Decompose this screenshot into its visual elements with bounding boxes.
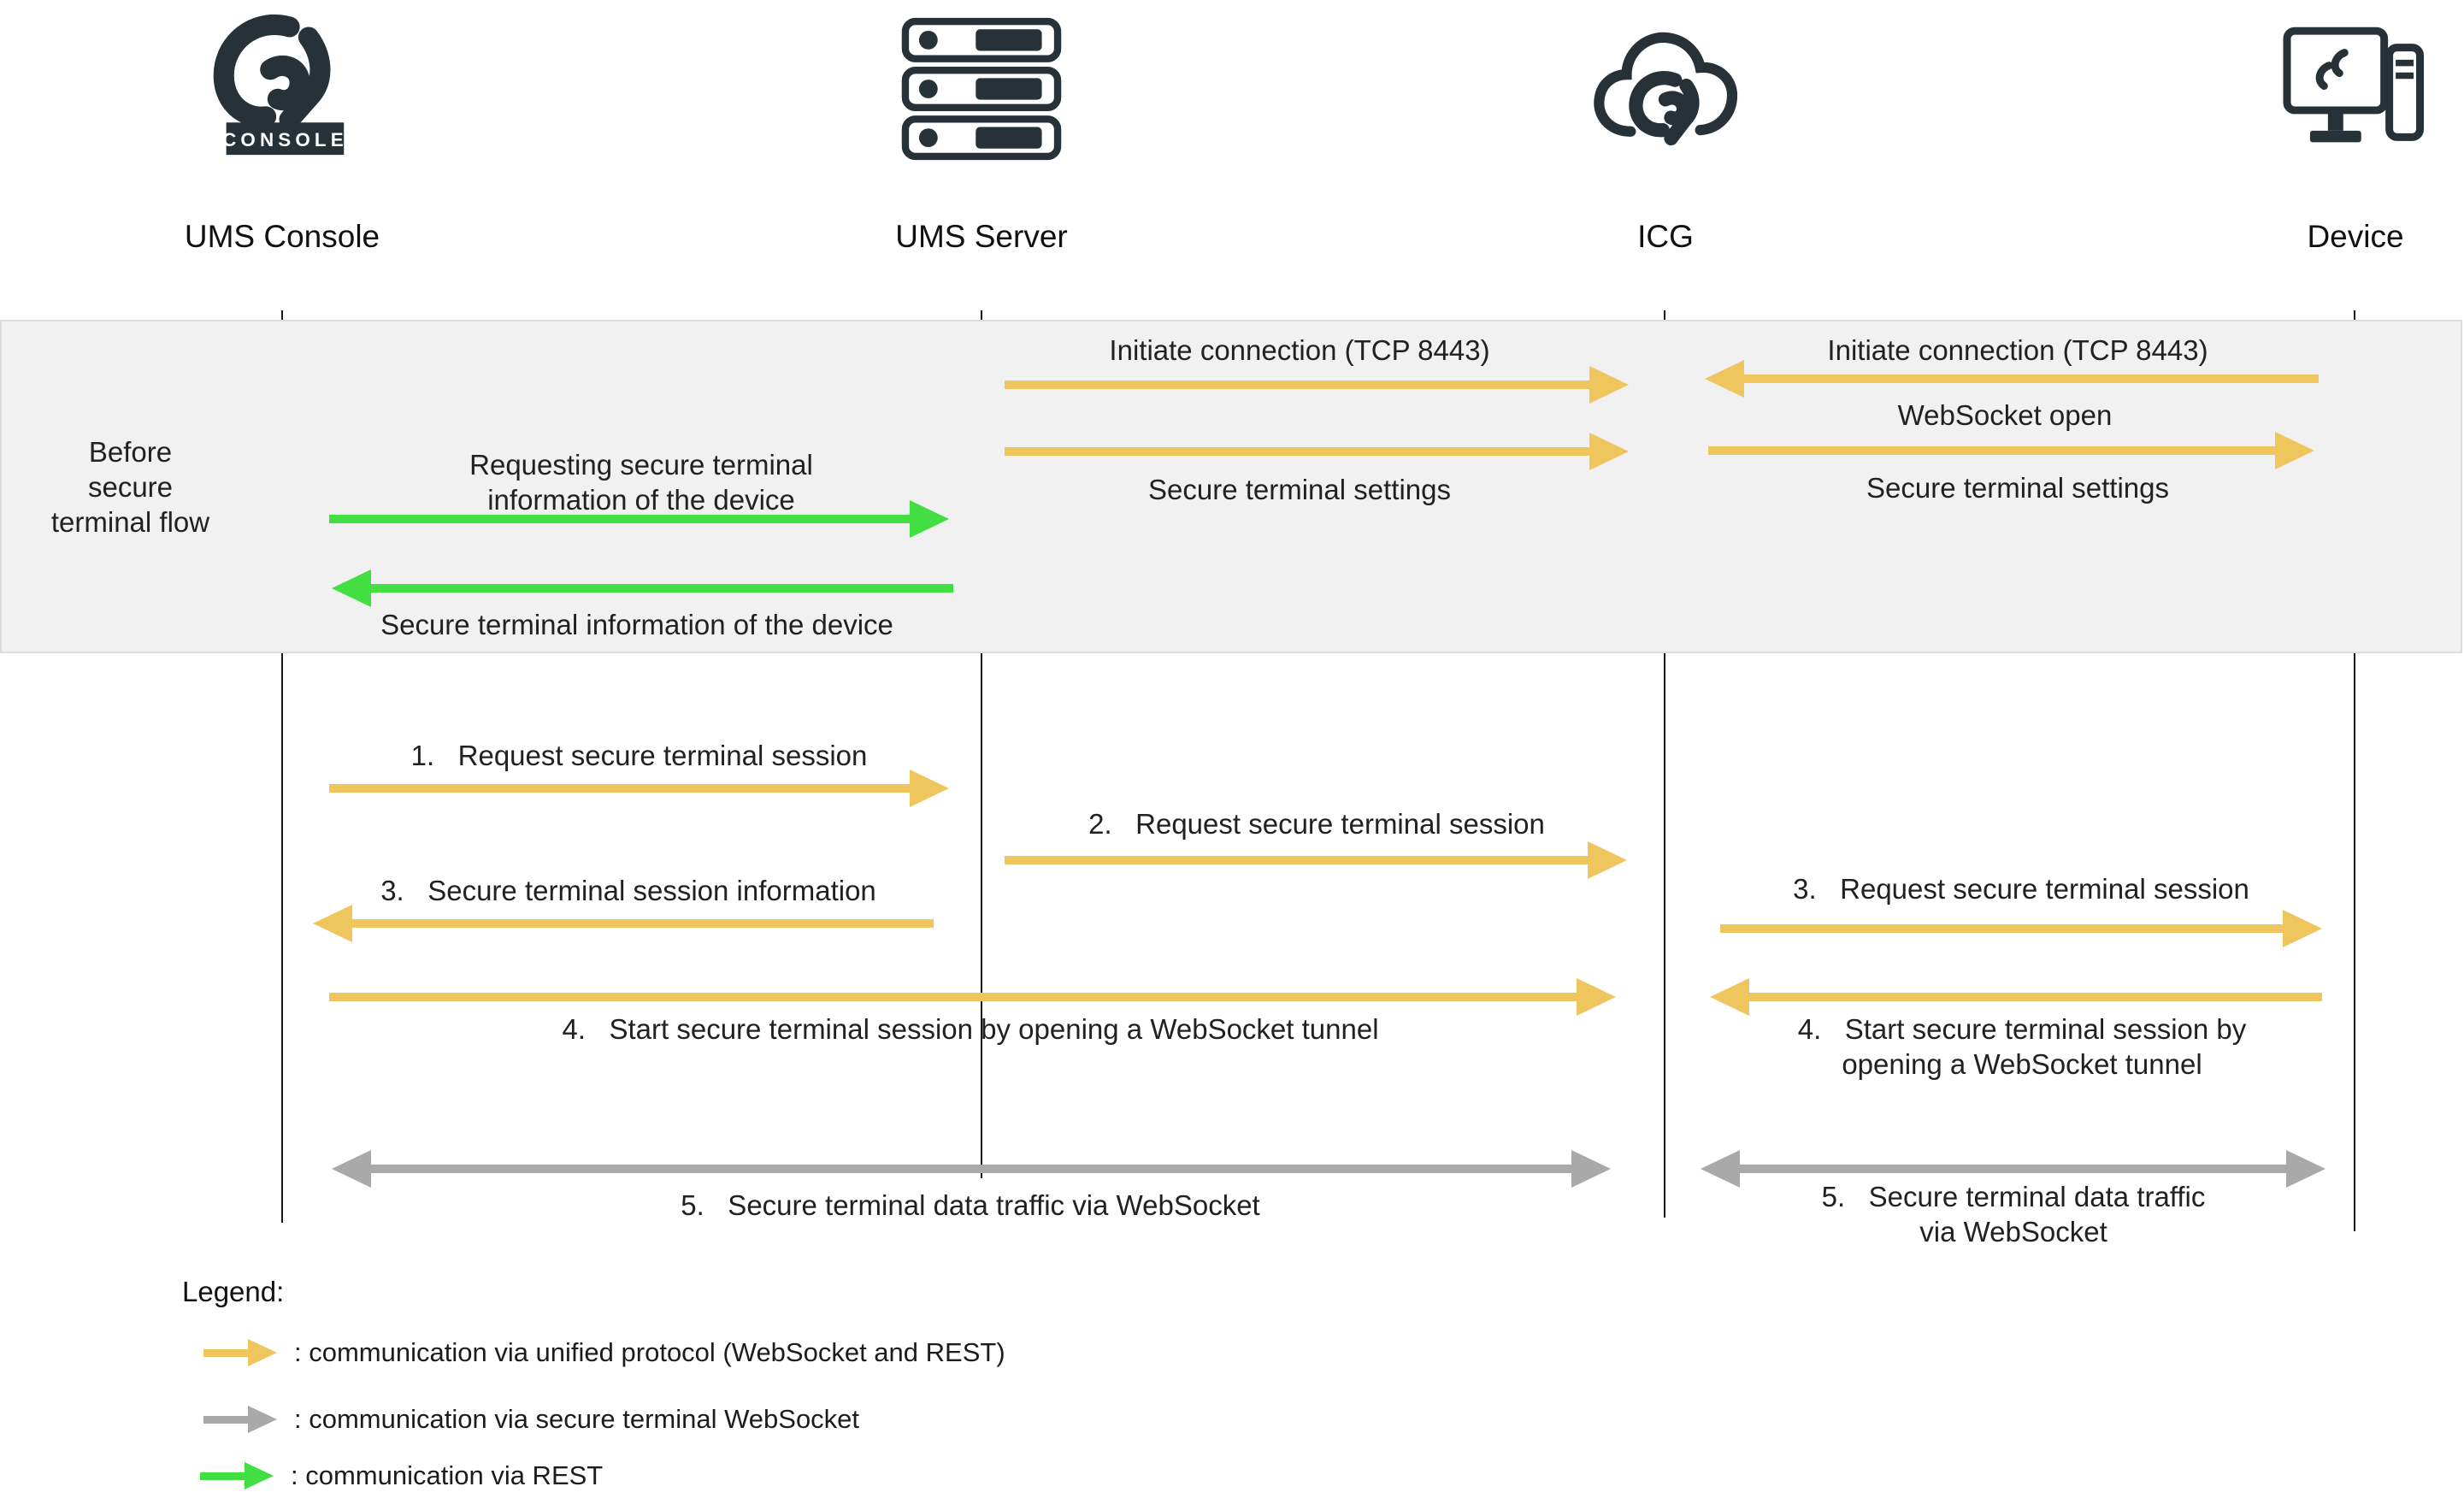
band-initiate-server-icg-label: Initiate connection (TCP 8443) [1109, 334, 1490, 366]
actor-label-ums-console: UMS Console [184, 219, 380, 254]
band-websocket-open-label: WebSocket open [1897, 399, 2113, 431]
legend-text-rest: : communication via REST [291, 1460, 604, 1490]
actor-icg: ICG [1520, 9, 1811, 255]
arrow-settings-server-icg [1005, 432, 1629, 471]
flow-step5-left-label: 5. Secure terminal data traffic via WebS… [681, 1189, 1260, 1221]
actor-label-icg: ICG [1637, 219, 1694, 254]
flow-step3-right-label: 3. Request secure terminal session [1793, 873, 2249, 905]
arrow-websocket-open-icg-device [1708, 431, 2314, 470]
band-settings-icg-device-label: Secure terminal settings [1866, 472, 2169, 504]
actor-ums-console: CONSOLE UMS Console [137, 9, 427, 255]
device-icon [2282, 9, 2429, 161]
band-rest-response-label: Secure terminal information of the devic… [380, 609, 893, 640]
arrow-step4-device-icg [1710, 977, 2322, 1017]
lifeline-ums-console [281, 310, 283, 1223]
ums-server-icon [900, 9, 1063, 161]
endpoint-device-icon [2283, 27, 2425, 143]
actor-ums-server: UMS Server [836, 9, 1127, 255]
lifeline-device [2354, 310, 2355, 1231]
console-badge-text: CONSOLE [222, 129, 348, 150]
igel-cloud-gateway-icon [1594, 32, 1738, 145]
arrow-step3-server-console [313, 904, 934, 943]
legend-text-unified-protocol: : communication via unified protocol (We… [294, 1337, 1005, 1367]
arrow-step3-icg-device [1720, 909, 2322, 948]
legend-yellow-arrow-icon [203, 1338, 277, 1367]
server-rack-icon [901, 17, 1062, 161]
legend-item-unified-protocol: : communication via unified protocol (We… [203, 1334, 1005, 1371]
actor-label-device: Device [2307, 219, 2404, 254]
lifeline-ums-server [981, 310, 982, 1178]
ums-console-icon: CONSOLE [205, 9, 359, 161]
band-side-label: Before secure terminal flow [50, 436, 210, 538]
flow-step4-right-label: 4. Start secure terminal session by open… [1797, 1013, 2247, 1080]
arrow-step1-console-server [329, 769, 949, 808]
legend-text-secure-terminal-websocket: : communication via secure terminal WebS… [294, 1404, 860, 1434]
flow-step5-right-label: 5. Secure terminal data traffic via WebS… [1821, 1181, 2206, 1248]
flow-step3-left-label: 3. Secure terminal session information [380, 875, 876, 906]
lifeline-icg [1664, 310, 1665, 1218]
flow-step2-label: 2. Request secure terminal session [1088, 808, 1545, 840]
legend-green-arrow-icon [200, 1461, 274, 1490]
legend-gray-arrow-icon [203, 1405, 277, 1434]
arrow-initiate-device-icg [1705, 359, 2319, 398]
igel-console-logo-icon: CONSOLE [213, 14, 348, 156]
arrow-initiate-server-icg [1005, 365, 1629, 404]
flow-step1-label: 1. Request secure terminal session [410, 740, 868, 771]
legend-item-secure-terminal-websocket: : communication via secure terminal WebS… [203, 1401, 859, 1438]
band-rest-request-label: Requesting secure terminal information o… [469, 449, 813, 516]
arrow-step5-console-icg [332, 1149, 1611, 1189]
band-initiate-device-icg-label: Initiate connection (TCP 8443) [1827, 334, 2208, 366]
arrow-rest-request [329, 499, 949, 539]
arrow-rest-response [332, 569, 953, 608]
arrow-step2-server-icg [1005, 841, 1627, 880]
arrow-step4-console-icg [329, 977, 1616, 1017]
legend-heading: Legend: [182, 1276, 285, 1307]
legend-item-rest: : communication via REST [200, 1457, 603, 1495]
band-settings-server-icg-label: Secure terminal settings [1148, 474, 1451, 505]
arrow-step5-icg-device [1701, 1149, 2325, 1189]
actor-label-ums-server: UMS Server [895, 219, 1068, 254]
icg-icon [1588, 9, 1743, 161]
actor-device: Device [2210, 9, 2464, 255]
flow-step4-left-label: 4. Start secure terminal session by open… [562, 1013, 1379, 1045]
